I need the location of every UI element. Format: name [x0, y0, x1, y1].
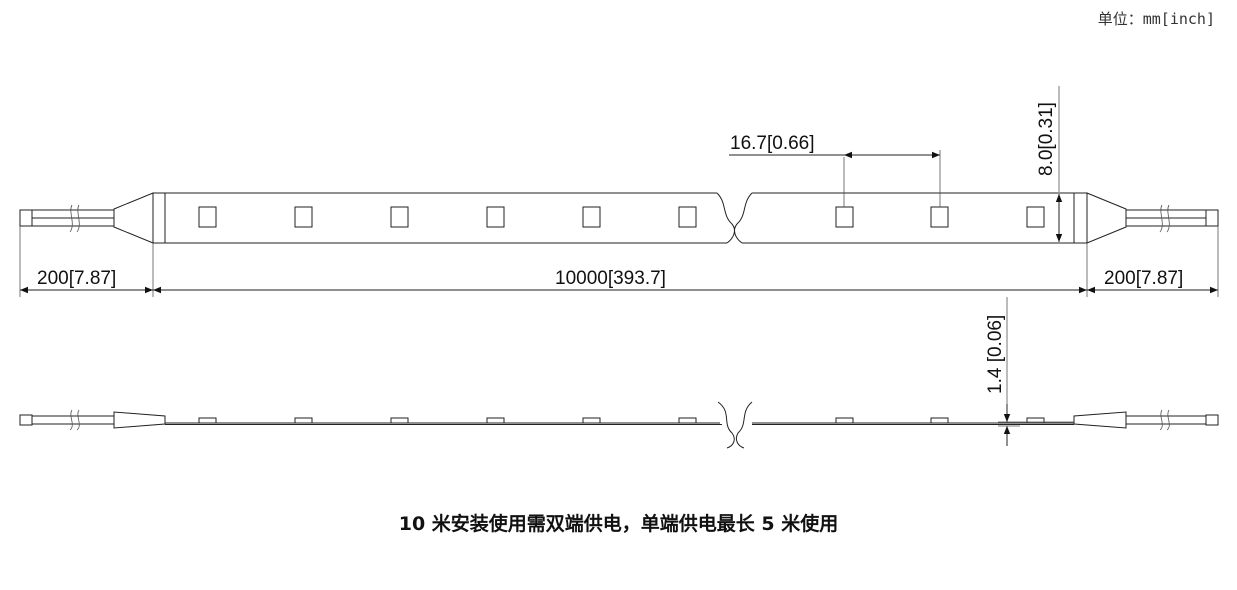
top-view	[19, 192, 1219, 244]
lead-wire-left	[19, 204, 114, 233]
dimension-strip-width: 8.0[0.31]	[1036, 86, 1063, 242]
break-mark-top	[734, 192, 753, 244]
led-chip-side	[198, 417, 217, 424]
led-chip-side	[390, 417, 409, 424]
led-chip	[930, 206, 949, 228]
dimension-strip-thickness: 1.4 [0.06]	[985, 297, 1074, 446]
led-chip	[486, 206, 505, 228]
led-chip	[294, 206, 313, 228]
units-label: 单位：mm[inch]	[1097, 10, 1215, 28]
side-view	[19, 401, 1219, 449]
strip-thickness-label: 1.4 [0.06]	[985, 315, 1006, 394]
lead-right-label: 200[7.87]	[1104, 268, 1183, 289]
strip-width-label: 8.0[0.31]	[1036, 102, 1057, 176]
end-cap-right	[1073, 192, 1127, 244]
strip-length-label: 10000[393.7]	[555, 268, 666, 289]
power-supply-note: 10 米安装使用需双端供电，单端供电最长 5 米使用	[398, 513, 839, 535]
side-lead-right	[1073, 409, 1219, 431]
led-chip	[390, 206, 409, 228]
led-chip	[835, 206, 854, 228]
led-chip-row-top	[198, 206, 1045, 228]
side-lead-left	[19, 409, 166, 431]
led-chip-side	[582, 417, 601, 424]
lead-left-label: 200[7.87]	[37, 268, 116, 289]
led-chip	[678, 206, 697, 228]
led-chip-side	[294, 417, 313, 424]
dimension-led-pitch: 16.7[0.66]	[729, 133, 941, 207]
end-cap-left	[113, 192, 166, 244]
led-chip-row-side	[198, 417, 1045, 424]
led-chip-side	[930, 417, 949, 424]
strip-body-right	[742, 192, 1074, 244]
led-chip	[1026, 206, 1045, 228]
strip-body-left	[165, 192, 735, 244]
led-chip-side	[1026, 417, 1045, 424]
led-chip-side	[486, 417, 505, 424]
led-chip	[198, 206, 217, 228]
led-chip-side	[835, 417, 854, 424]
led-pitch-label: 16.7[0.66]	[730, 133, 815, 154]
led-chip-side	[678, 417, 697, 424]
lead-wire-right	[1126, 204, 1219, 233]
side-strip	[165, 401, 1074, 449]
dimension-lengths: 200[7.87] 10000[393.7] 200[7.87]	[19, 226, 1219, 297]
led-chip	[582, 206, 601, 228]
